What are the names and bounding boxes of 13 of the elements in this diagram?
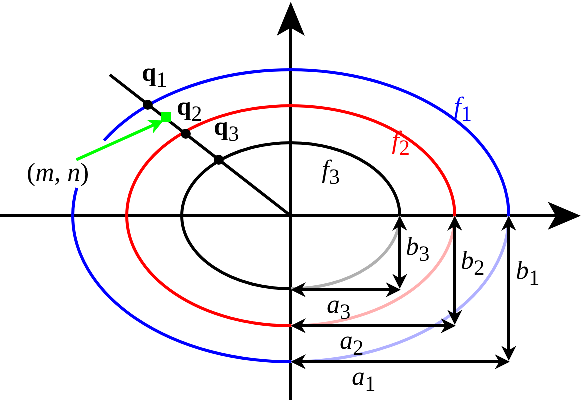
arrow xyxy=(76,120,164,162)
curve-label: f$_{3}$ xyxy=(322,157,340,189)
dimension-label: b$_{3}$ xyxy=(406,234,430,266)
dimension-label: a$_{3}$ xyxy=(327,292,351,324)
square-marker xyxy=(161,112,171,122)
point-label: (m, n) xyxy=(27,160,90,186)
dimension-label: a$_{1}$ xyxy=(352,364,376,396)
point-label: q$_{2}$ xyxy=(177,94,202,126)
dimension-label: b$_{1}$ xyxy=(516,258,540,290)
dimension-label: b$_{2}$ xyxy=(461,248,485,280)
dimension-label: a$_{2}$ xyxy=(340,328,364,360)
point-label: q$_{1}$ xyxy=(142,60,168,92)
point-label: q$_{3}$ xyxy=(214,114,240,146)
